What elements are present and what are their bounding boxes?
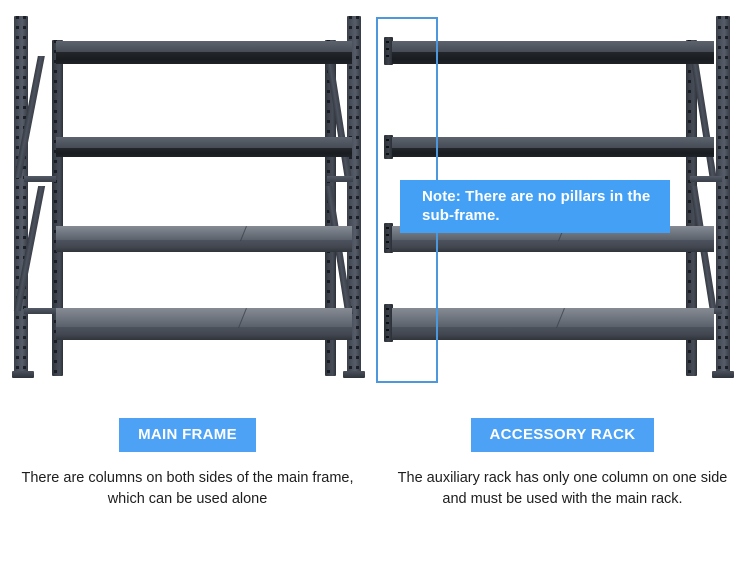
beam-front-face — [56, 240, 352, 252]
horizontal-brace — [24, 176, 56, 182]
post-perforations — [349, 16, 352, 376]
note-callout: Note: There are no pillars in the sub-fr… — [400, 180, 670, 233]
upright-post-front — [347, 16, 361, 376]
beam-top-surface — [392, 137, 714, 148]
main-frame-caption-block: MAIN FRAME There are columns on both sid… — [0, 418, 375, 510]
beam-top-surface — [392, 41, 714, 52]
main-frame-description: There are columns on both sides of the m… — [21, 470, 354, 507]
post-perforations — [356, 16, 359, 376]
post-perforations — [16, 16, 19, 376]
upright-post-back — [52, 40, 63, 376]
beam-end-connector — [384, 304, 393, 342]
beam-top-surface — [56, 41, 352, 52]
connector-pins — [386, 308, 389, 338]
post-perforations — [54, 40, 57, 376]
shelf-beam-level-1 — [56, 41, 352, 64]
beam-front-face — [392, 52, 714, 64]
post-perforations — [718, 16, 721, 376]
accessory-rack-description: The auxiliary rack has only one column o… — [397, 470, 728, 507]
horizontal-brace — [327, 176, 353, 182]
beam-front-face — [392, 148, 714, 157]
shelf-deck-panel — [56, 308, 352, 327]
beam-front-face — [392, 327, 714, 340]
beam-front-face — [56, 327, 352, 340]
main-frame-badge: MAIN FRAME — [119, 418, 256, 452]
accessory-rack-caption-block: ACCESSORY RACK The auxiliary rack has on… — [375, 418, 750, 510]
upright-post-front — [14, 16, 28, 376]
right-rack-right-upright-frame — [686, 16, 734, 378]
shelf-beam-level-2 — [56, 137, 352, 158]
post-perforations — [725, 16, 728, 376]
post-perforations — [23, 16, 26, 376]
left-rack-left-upright-frame — [12, 16, 66, 378]
connector-pins — [386, 41, 389, 61]
accessory-shelf-beam-level-2 — [384, 135, 714, 159]
left-rack-right-upright-frame — [325, 16, 365, 378]
upright-post-front — [716, 16, 730, 376]
shelf-beam-level-4 — [56, 308, 352, 340]
beam-front-face — [56, 148, 352, 157]
horizontal-brace — [690, 176, 722, 182]
connector-pins — [386, 139, 389, 155]
beam-end-connector — [384, 135, 393, 159]
shelf-deck-panel — [392, 308, 714, 327]
rack-foot — [712, 371, 734, 378]
beam-end-connector — [384, 37, 393, 65]
beam-front-face — [56, 52, 352, 64]
horizontal-brace — [24, 308, 56, 314]
accessory-shelf-beam-level-4 — [384, 304, 714, 342]
rack-illustration: Note: There are no pillars in the sub-fr… — [12, 16, 734, 383]
shelf-deck-panel — [56, 226, 352, 240]
shelf-beam-level-3 — [56, 226, 352, 252]
post-perforations — [688, 40, 691, 376]
accessory-shelf-beam-level-1 — [384, 37, 714, 65]
beam-top-surface — [56, 137, 352, 148]
beam-front-face — [392, 240, 714, 252]
rack-foot — [343, 371, 365, 378]
beam-end-connector — [384, 223, 393, 253]
connector-pins — [386, 227, 389, 249]
upright-post-back — [686, 40, 697, 376]
accessory-rack-badge: ACCESSORY RACK — [470, 418, 655, 452]
rack-foot — [12, 371, 34, 378]
